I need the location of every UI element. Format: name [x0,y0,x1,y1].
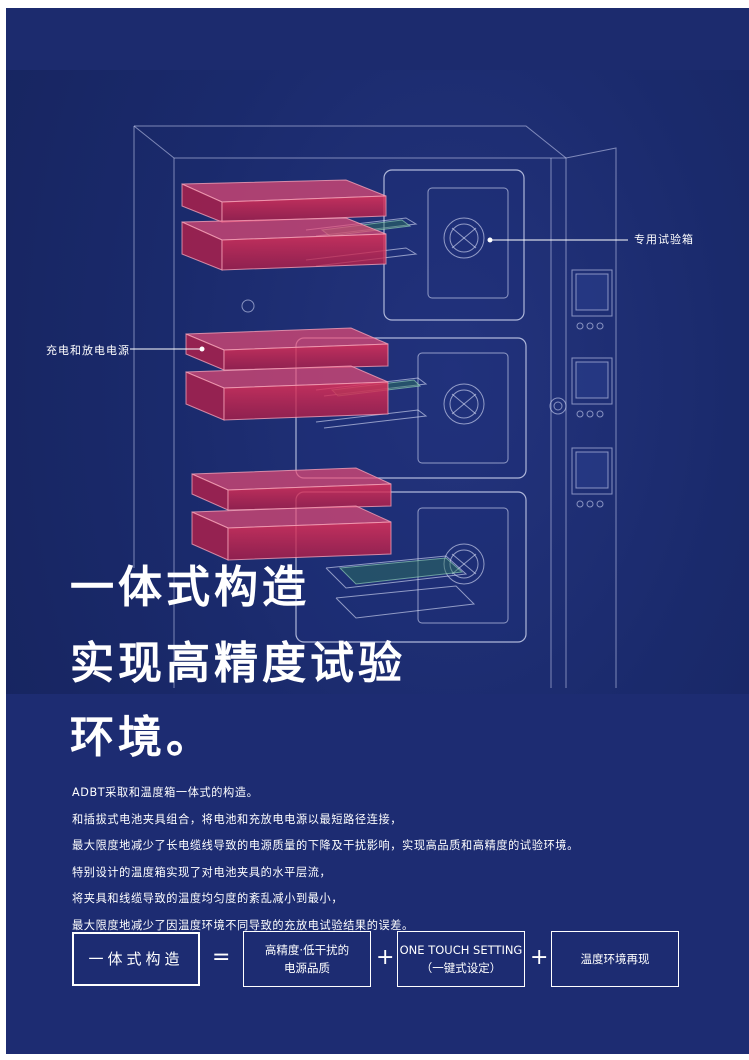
body-line: ADBT采取和温度箱一体式的构造。 [72,786,259,799]
plus-sign: + [530,945,549,970]
headline-line-3: 环境。 [70,712,214,763]
lower-band [6,694,749,1054]
body-line: 最大限度地减少了长电缆线导致的电源质量的下降及干扰影响，实现高品质和高精度的试验… [72,839,579,852]
equation-item-power-quality: 高精度·低干扰的 电源品质 [243,931,371,987]
headline-line-2: 实现高精度试验 [70,638,406,689]
callout-dedicated-chamber: 专用试验箱 [634,233,694,246]
equals-sign: = [212,945,231,970]
equation-item-temperature: 温度环境再现 [551,931,679,987]
body-line: 和插拔式电池夹具组合，将电池和充放电电源以最短路径连接， [72,812,403,826]
brochure-panel: 专用试验箱 充电和放电电源 一体式构造 实现高精度试验 环境。 ADBT采取和温… [6,8,749,1054]
body-line: 特别设计的温度箱实现了对电池夹具的水平层流， [72,865,332,879]
body-line: 最大限度地减少了因温度环境不同导致的充放电试验结果的误差。 [72,918,414,932]
item1-line2: 电源品质 [284,961,330,975]
headline-line-1: 一体式构造 [70,562,310,613]
item2-line1: ONE TOUCH SETTING [399,943,523,957]
top-band [6,8,749,70]
equation-item-one-touch: ONE TOUCH SETTING （一键式设定） [397,931,525,987]
plus-sign: + [376,945,395,970]
item2-line2: （一键式设定） [420,961,502,975]
item1-line1: 高精度·低干扰的 [264,943,350,957]
equation-main-box: 一体式构造 [72,932,200,986]
body-line: 将夹具和线缆导致的温度均匀度的紊乱减小到最小， [72,892,344,905]
callout-power-supply: 充电和放电电源 [46,344,130,357]
equation-main-label: 一体式构造 [88,950,184,968]
equipment-illustration [130,125,628,688]
item3-label: 温度环境再现 [580,952,650,966]
body-text: ADBT采取和温度箱一体式的构造。 和插拔式电池夹具组合，将电池和充放电电源以最… [72,780,732,939]
